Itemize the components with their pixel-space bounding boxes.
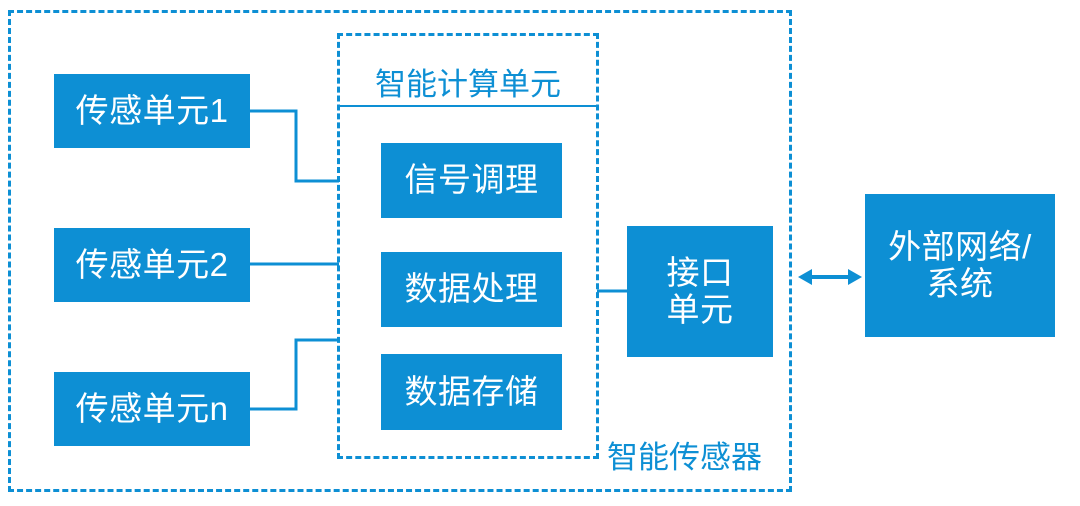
external-system-line-1: 外部网络/ (888, 227, 1032, 265)
interface-unit[interactable]: 接口 单元 (627, 226, 773, 357)
compute-unit-boundary (337, 33, 599, 459)
interface-unit-line-2: 单元 (666, 290, 734, 328)
bidirectional-arrow-icon (798, 269, 862, 285)
compute-unit-title: 智能计算单元 (375, 66, 561, 102)
compute-block-data-processing[interactable]: 数据处理 (381, 252, 562, 327)
smart-sensor-title: 智能传感器 (607, 439, 762, 475)
external-system-line-2: 系统 (926, 264, 994, 302)
compute-block-data-storage[interactable]: 数据存储 (381, 354, 562, 430)
external-network-system[interactable]: 外部网络/ 系统 (865, 194, 1055, 337)
compute-block-signal-conditioning[interactable]: 信号调理 (381, 143, 562, 218)
sensor-unit-n[interactable]: 传感单元n (54, 372, 250, 446)
smart-sensor-boundary (8, 10, 792, 492)
interface-unit-line-1: 接口 (666, 253, 734, 291)
compute-unit-title-underline (339, 105, 597, 107)
sensor-unit-1[interactable]: 传感单元1 (54, 74, 250, 148)
sensor-unit-2[interactable]: 传感单元2 (54, 228, 250, 302)
